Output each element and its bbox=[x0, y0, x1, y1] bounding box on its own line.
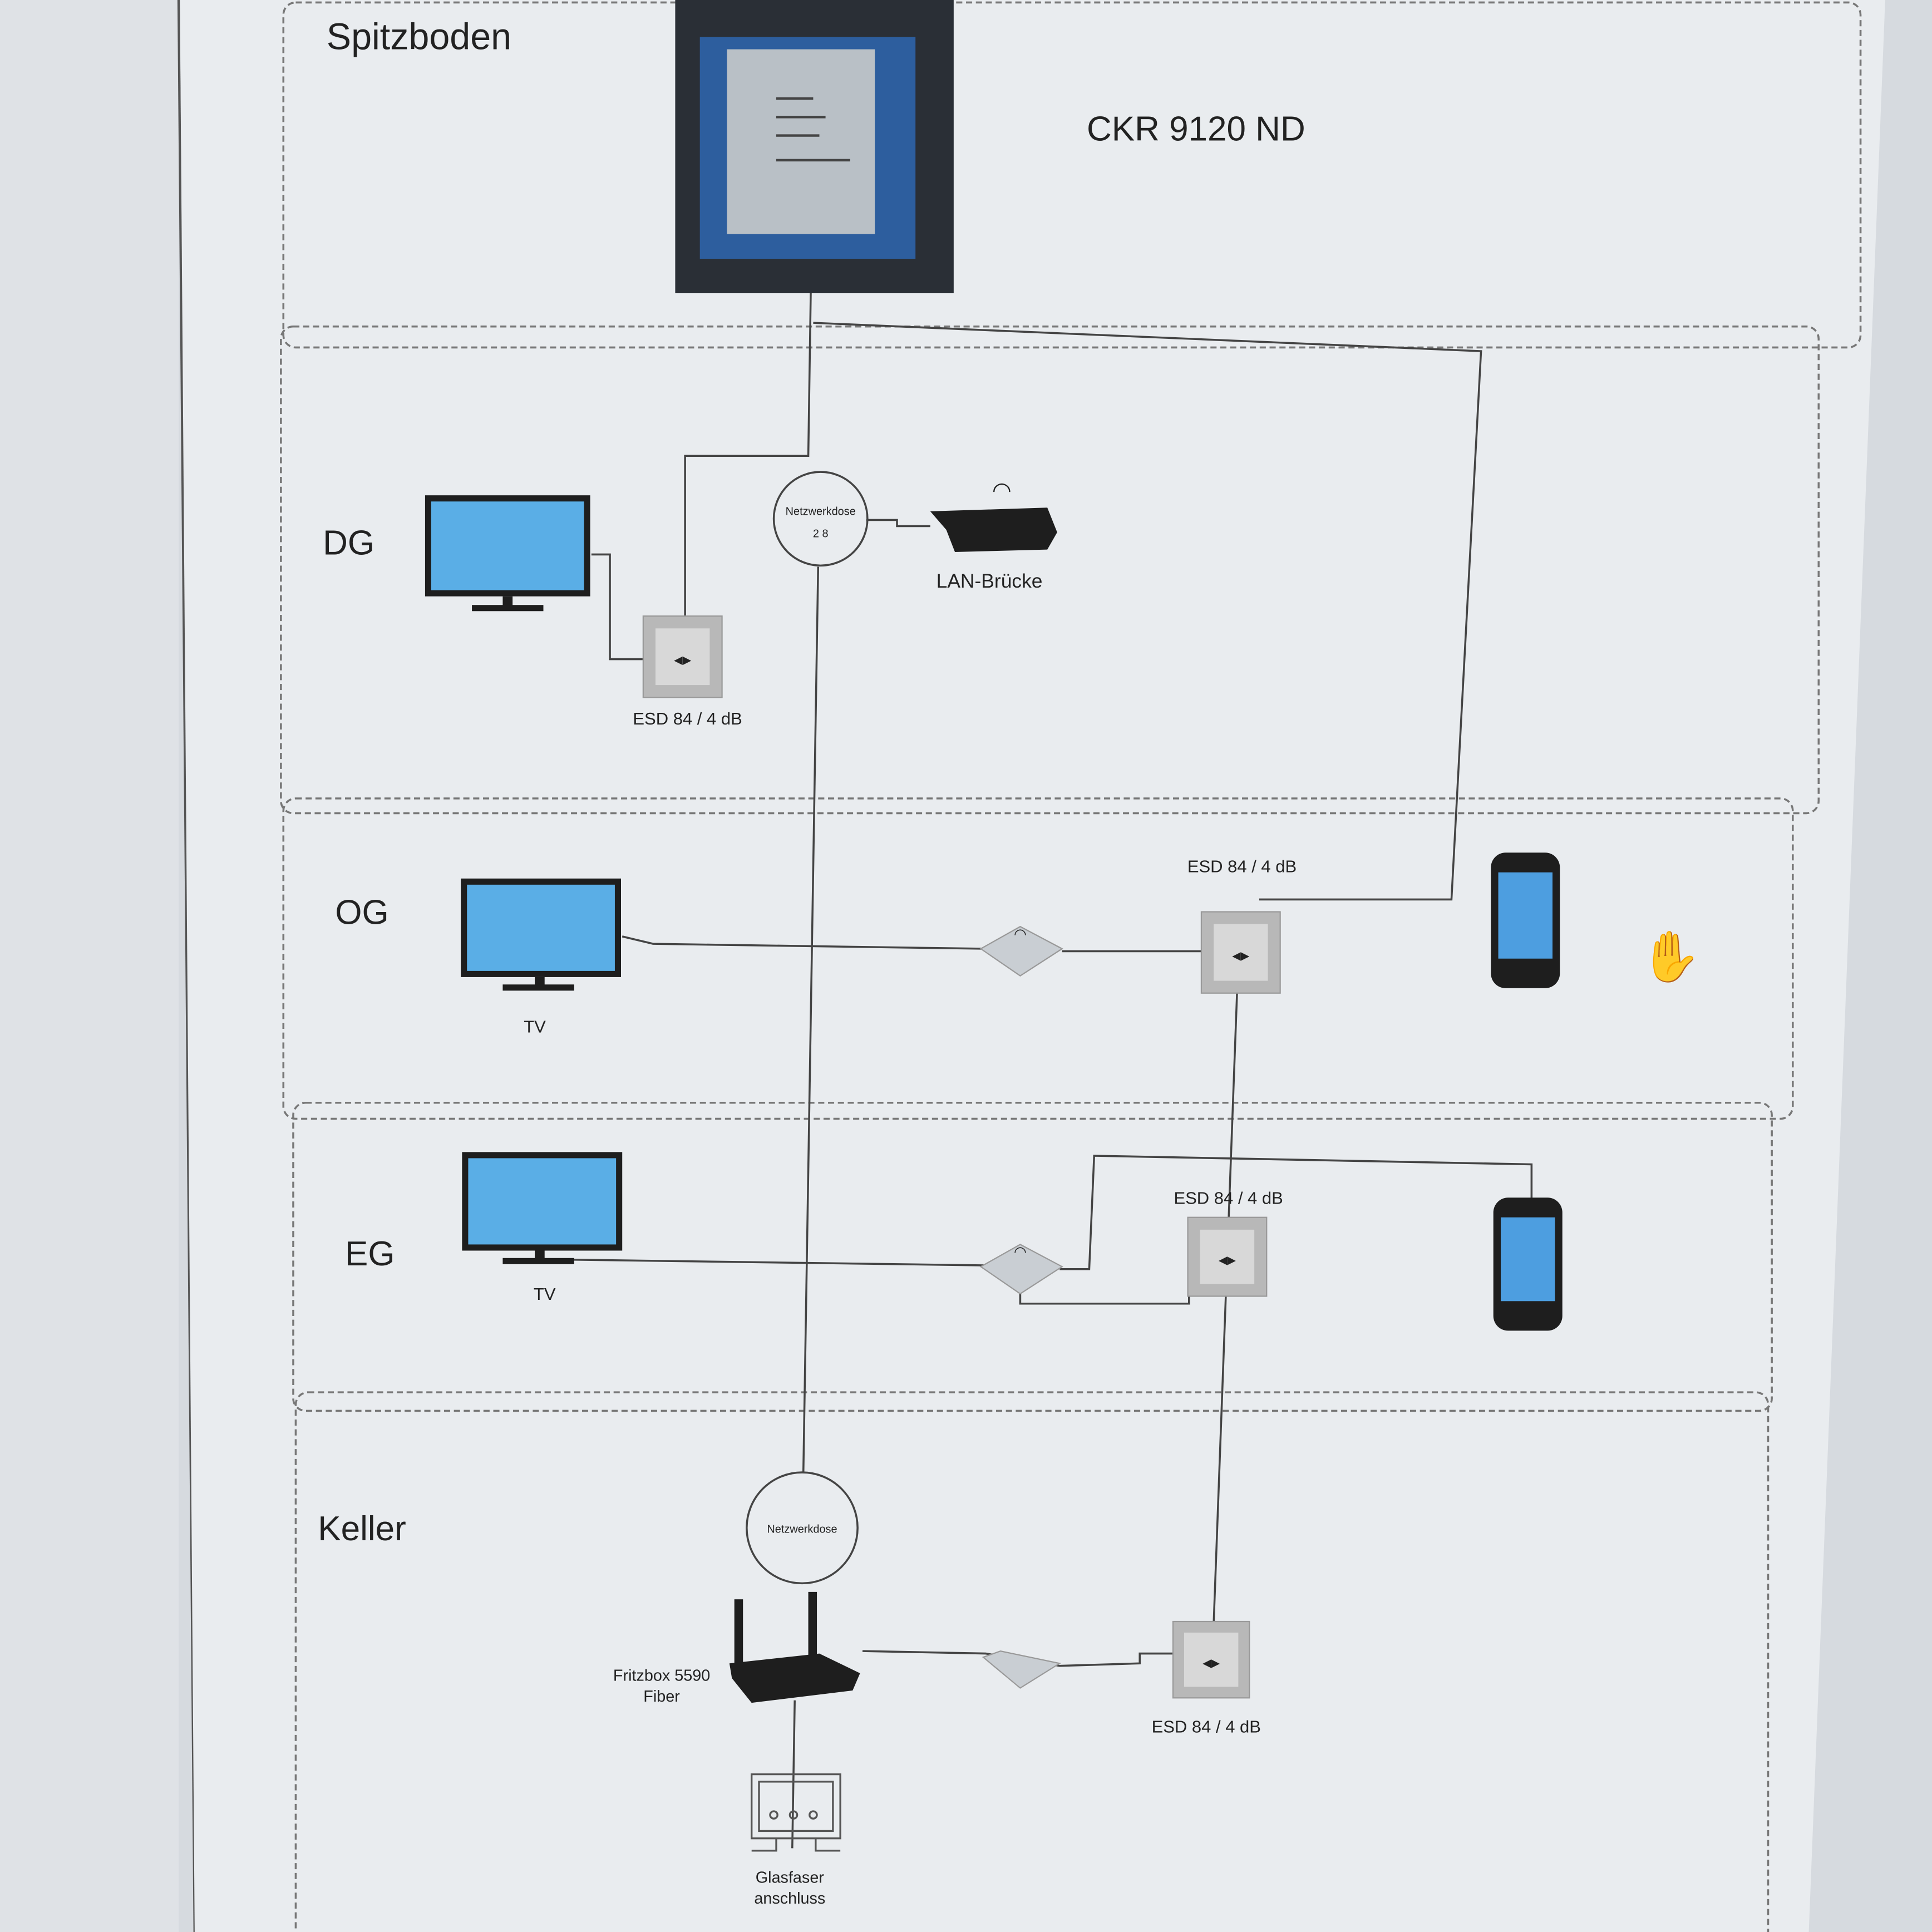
glasfaser-label-line1: Glasfaser bbox=[756, 1869, 825, 1886]
wifi-adapter-icon-eg[interactable]: ◠ bbox=[979, 1244, 1063, 1295]
svg-text:◠: ◠ bbox=[1014, 925, 1027, 942]
tv-icon-dg[interactable] bbox=[425, 495, 590, 612]
wire-sat-backbone bbox=[1213, 992, 1238, 1624]
svg-text:Netzwerkdose: Netzwerkdose bbox=[786, 506, 856, 518]
socket-icon-og[interactable]: ◂▸ bbox=[1200, 911, 1281, 994]
netzwerkdose-keller[interactable]: Netzwerkdose bbox=[746, 1471, 859, 1585]
svg-text:◂▸: ◂▸ bbox=[1232, 945, 1250, 965]
fritzbox-label-line2: Fiber bbox=[643, 1688, 680, 1706]
wire-multiswitch-og bbox=[813, 322, 1482, 901]
socket-label-keller: ESD 84 / 4 dB bbox=[1152, 1717, 1261, 1736]
svg-text:Netzwerkdose: Netzwerkdose bbox=[767, 1524, 837, 1536]
wire-dg-lanbridge bbox=[866, 519, 930, 528]
wire-dg-tv bbox=[591, 553, 647, 661]
wire-lan-backbone bbox=[802, 566, 820, 1473]
multiswitch-photo[interactable] bbox=[675, 0, 954, 293]
netzwerkdose-dg[interactable]: Netzwerkdose 2 8 bbox=[772, 471, 869, 567]
svg-text:◂▸: ◂▸ bbox=[674, 650, 692, 669]
tv-icon-eg[interactable] bbox=[462, 1152, 623, 1264]
wire-eg-phone bbox=[1059, 1155, 1533, 1270]
tv-icon-og[interactable] bbox=[461, 878, 621, 991]
floor-label-keller: Keller bbox=[318, 1510, 406, 1548]
socket-label-dg: ESD 84 / 4 dB bbox=[633, 709, 742, 728]
socket-icon-dg[interactable]: ◂▸ bbox=[642, 615, 723, 698]
wire-multiswitch-dg bbox=[684, 293, 812, 617]
socket-label-eg: ESD 84 / 4 dB bbox=[1174, 1188, 1283, 1208]
tv-label-eg: TV bbox=[534, 1284, 556, 1304]
floor-label-og: OG bbox=[335, 894, 388, 932]
wire-keller-socket bbox=[862, 1650, 1173, 1667]
zone-og[interactable] bbox=[282, 797, 1794, 1120]
zone-keller[interactable] bbox=[294, 1391, 1770, 1932]
socket-label-og: ESD 84 / 4 dB bbox=[1187, 857, 1297, 876]
lan-bridge-icon[interactable]: ◠ bbox=[930, 479, 1057, 552]
lan-adapter-icon-keller[interactable] bbox=[982, 1650, 1062, 1689]
canvas-border-left bbox=[177, 0, 196, 1932]
hand-cursor-icon: ✋ bbox=[1640, 928, 1701, 984]
glasfaser-label-line2: anschluss bbox=[754, 1890, 825, 1908]
socket-icon-eg[interactable]: ◂▸ bbox=[1187, 1216, 1268, 1297]
lan-bridge-label: LAN-Brücke bbox=[937, 570, 1043, 592]
smartphone-icon-og[interactable] bbox=[1491, 852, 1560, 988]
tv-label-og: TV bbox=[524, 1017, 546, 1037]
left-panel bbox=[0, 0, 179, 1932]
multiswitch-label: CKR 9120 ND bbox=[1087, 110, 1305, 148]
zone-spitzboden[interactable] bbox=[282, 1, 1862, 349]
smartphone-icon-eg[interactable] bbox=[1493, 1197, 1563, 1331]
socket-icon-keller[interactable]: ◂▸ bbox=[1172, 1620, 1250, 1699]
fritzbox-router-icon[interactable] bbox=[729, 1591, 860, 1703]
svg-text:2 8: 2 8 bbox=[813, 528, 829, 540]
glasfaser-socket-icon[interactable] bbox=[751, 1773, 841, 1852]
wifi-adapter-icon-og[interactable]: ◠ bbox=[979, 925, 1063, 977]
wire-eg-tv bbox=[542, 1258, 986, 1266]
zone-dg[interactable] bbox=[280, 326, 1820, 815]
floor-label-eg: EG bbox=[345, 1235, 395, 1273]
svg-text:◂▸: ◂▸ bbox=[1219, 1250, 1236, 1269]
wire-og-tv bbox=[622, 935, 986, 950]
wifi-icon: ◠ bbox=[992, 479, 1012, 503]
fritzbox-label-line1: Fritzbox 5590 bbox=[613, 1667, 710, 1684]
floor-label-dg: DG bbox=[323, 524, 374, 562]
floor-label-spitzboden: Spitzboden bbox=[327, 17, 511, 58]
svg-text:◂▸: ◂▸ bbox=[1202, 1653, 1220, 1672]
svg-text:◠: ◠ bbox=[1014, 1244, 1027, 1260]
